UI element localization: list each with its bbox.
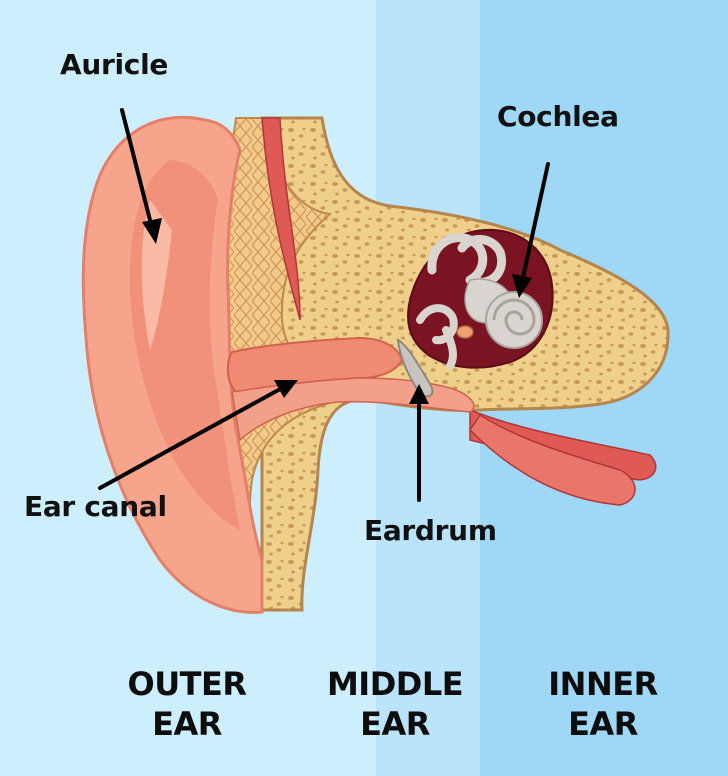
region-label-middle-ear: MIDDLE EAR (310, 664, 480, 744)
cochlea-spiral (485, 291, 543, 349)
muscle-top (261, 117, 301, 321)
ossicles (416, 304, 458, 370)
eustachian-tube (469, 413, 636, 506)
auricle-highlight (141, 200, 172, 350)
arrow-ear-canal (98, 386, 284, 490)
region-label-inner-ear: INNER EAR (518, 664, 688, 744)
canal-wall (231, 377, 475, 442)
region-outer-line2: EAR (152, 705, 222, 743)
pointer-arrows (98, 108, 550, 502)
arrow-cochlea (520, 162, 550, 284)
label-ear-canal: Ear canal (24, 490, 167, 523)
region-middle-line1: MIDDLE (326, 665, 464, 703)
arrow-auricle (120, 108, 154, 230)
region-label-outer-ear: OUTER EAR (102, 664, 272, 744)
region-middle-line2: EAR (360, 705, 430, 743)
label-auricle: Auricle (60, 48, 169, 81)
region-outer-line1: OUTER (127, 665, 247, 703)
region-inner-line2: EAR (568, 705, 638, 743)
label-cochlea: Cochlea (497, 100, 619, 133)
eardrum-membrane (396, 338, 434, 398)
label-eardrum: Eardrum (364, 514, 497, 547)
stapes (456, 325, 474, 339)
region-inner-line1: INNER (548, 665, 658, 703)
